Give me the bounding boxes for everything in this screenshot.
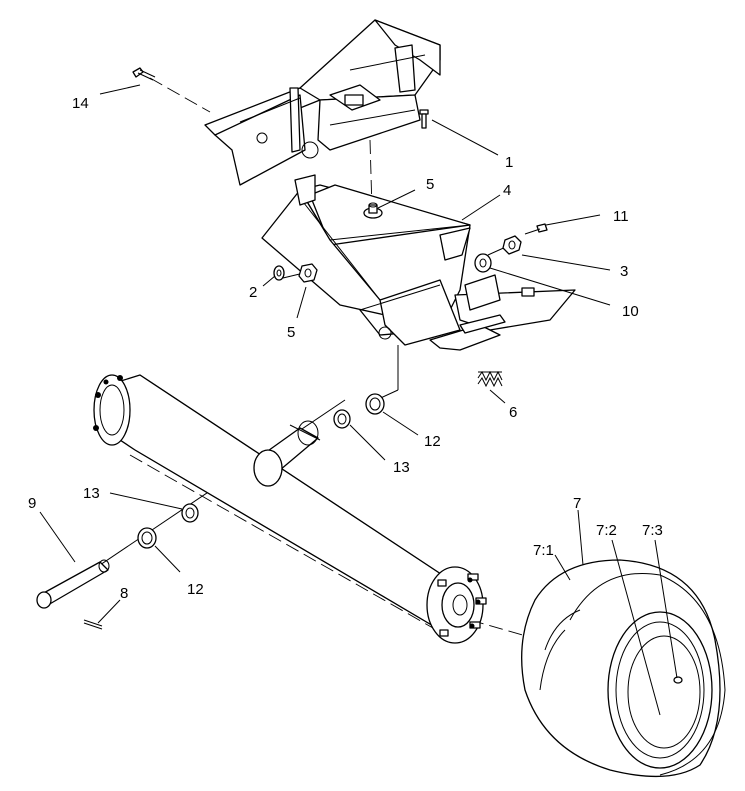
axle-tube — [93, 374, 451, 631]
callout-11: 11 — [613, 208, 629, 225]
callout-5: 5 — [287, 324, 295, 341]
washer-13-upper — [333, 409, 351, 429]
wheel-hub — [426, 566, 487, 644]
washer-12-upper — [365, 393, 385, 415]
washer-12-lower — [137, 527, 157, 549]
bolt-1 — [419, 109, 429, 129]
callout-12-lower: 12 — [187, 581, 204, 598]
callout-2: 2 — [249, 284, 257, 301]
callout-6: 6 — [509, 404, 517, 421]
alignment-lines — [47, 77, 541, 641]
callout-13-lower: 13 — [83, 485, 100, 502]
wheel-assembly-7 — [521, 559, 726, 778]
callout-7-2: 7:2 — [596, 522, 617, 539]
leader-lines — [39, 84, 678, 716]
washer-2 — [273, 265, 285, 281]
washer-10 — [474, 253, 492, 273]
frame-bracket — [204, 19, 441, 186]
nut-5 — [298, 263, 318, 283]
callout-9: 9 — [28, 495, 36, 512]
cotter-pin-8 — [83, 619, 103, 630]
spring-6 — [477, 370, 503, 388]
nut-3 — [502, 235, 522, 255]
callout-8: 8 — [120, 585, 128, 602]
seat-bracket-4 — [261, 174, 576, 351]
callout-7-3: 7:3 — [642, 522, 663, 539]
spacer-tube — [253, 420, 321, 487]
callout-labels: 14 1 5 4 11 3 10 2 5 6 12 13 13 9 12 8 7… — [28, 95, 663, 602]
knob-5-top — [363, 202, 383, 219]
callout-7: 7 — [573, 495, 581, 512]
bolt-14 — [132, 67, 156, 81]
callout-12-upper: 12 — [424, 433, 441, 450]
callout-1: 1 — [505, 154, 513, 171]
callout-5-top: 5 — [426, 176, 434, 193]
callout-14: 14 — [72, 95, 89, 112]
bolt-11 — [524, 223, 548, 235]
pivot-pin-9 — [36, 559, 110, 609]
callout-10: 10 — [622, 303, 639, 320]
callout-13-upper: 13 — [393, 459, 410, 476]
callout-7-1: 7:1 — [533, 542, 554, 559]
washer-13-lower — [181, 503, 199, 523]
callout-4: 4 — [503, 182, 511, 199]
callout-3: 3 — [620, 263, 628, 280]
